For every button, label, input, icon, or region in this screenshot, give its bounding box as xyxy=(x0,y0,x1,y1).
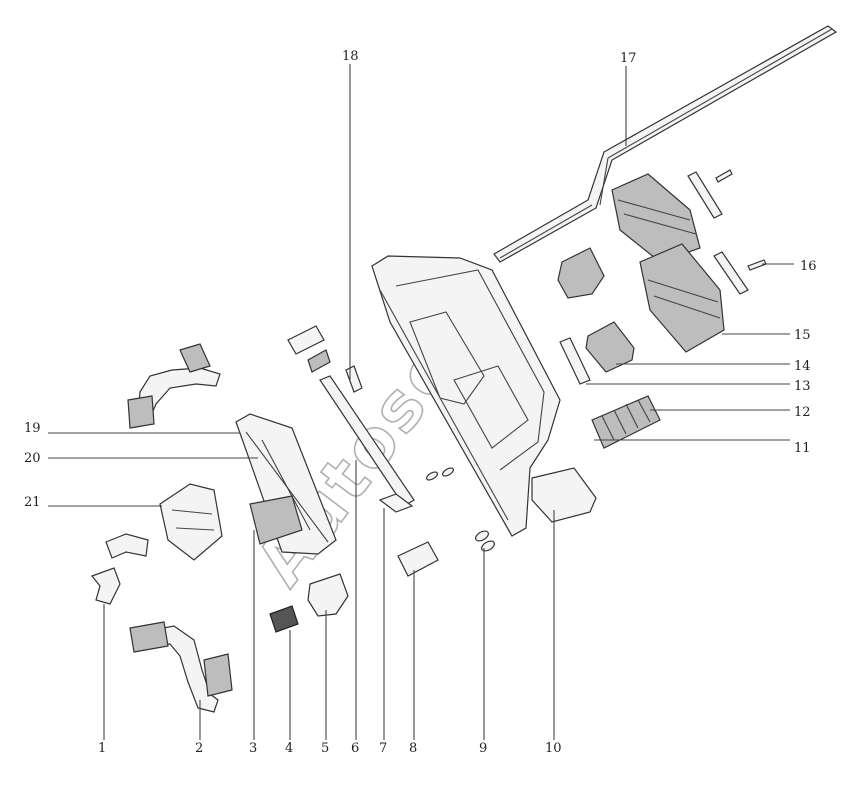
label-14: 14 xyxy=(794,359,811,374)
leader-lines xyxy=(48,64,794,740)
part-3-seal xyxy=(249,495,303,545)
label-1: 1 xyxy=(98,741,106,756)
label-21: 21 xyxy=(24,495,41,510)
hose-upper xyxy=(127,343,221,429)
part-17-tube xyxy=(493,25,838,263)
part-16-screw xyxy=(715,169,767,271)
strip-upper xyxy=(687,171,723,219)
part-2-hose xyxy=(129,621,233,713)
part-15-filter-element xyxy=(611,173,725,353)
part-4-plug xyxy=(269,605,299,633)
connector-small xyxy=(307,349,331,373)
strip-lower xyxy=(713,251,749,295)
part-10-cylinder xyxy=(531,467,597,523)
main-housing xyxy=(371,255,561,537)
fitting-upper-left xyxy=(287,325,325,355)
label-17: 17 xyxy=(620,51,637,66)
label-11: 11 xyxy=(794,441,811,456)
part-8-sleeve xyxy=(397,541,439,577)
label-16: 16 xyxy=(800,259,817,274)
label-8: 8 xyxy=(409,741,417,756)
label-5: 5 xyxy=(321,741,329,756)
part-21-cap xyxy=(159,483,223,561)
part-5-valve xyxy=(307,573,349,617)
part-labels: 1 2 3 4 5 6 7 8 9 10 11 12 13 14 15 16 1… xyxy=(24,49,817,756)
label-2: 2 xyxy=(195,741,203,756)
part-7-bolt xyxy=(378,493,414,513)
label-15: 15 xyxy=(794,328,811,343)
label-6: 6 xyxy=(351,741,359,756)
part-19-20-plate xyxy=(235,413,337,555)
label-18: 18 xyxy=(342,49,359,64)
label-19: 19 xyxy=(24,421,41,436)
part-1-fitting xyxy=(91,533,149,605)
part-6-gasket xyxy=(319,375,415,507)
label-4: 4 xyxy=(285,741,293,756)
label-7: 7 xyxy=(379,741,387,756)
block-upper xyxy=(557,247,605,299)
label-13: 13 xyxy=(794,379,811,394)
part-14-block xyxy=(585,321,635,373)
part-12-cylinder xyxy=(591,395,661,449)
part-9-washer xyxy=(425,467,495,552)
label-3: 3 xyxy=(249,741,257,756)
label-10: 10 xyxy=(545,741,562,756)
label-12: 12 xyxy=(794,405,811,420)
label-9: 9 xyxy=(479,741,487,756)
part-13-strip xyxy=(559,337,591,385)
part-18-pin xyxy=(345,365,363,393)
label-20: 20 xyxy=(24,451,41,466)
